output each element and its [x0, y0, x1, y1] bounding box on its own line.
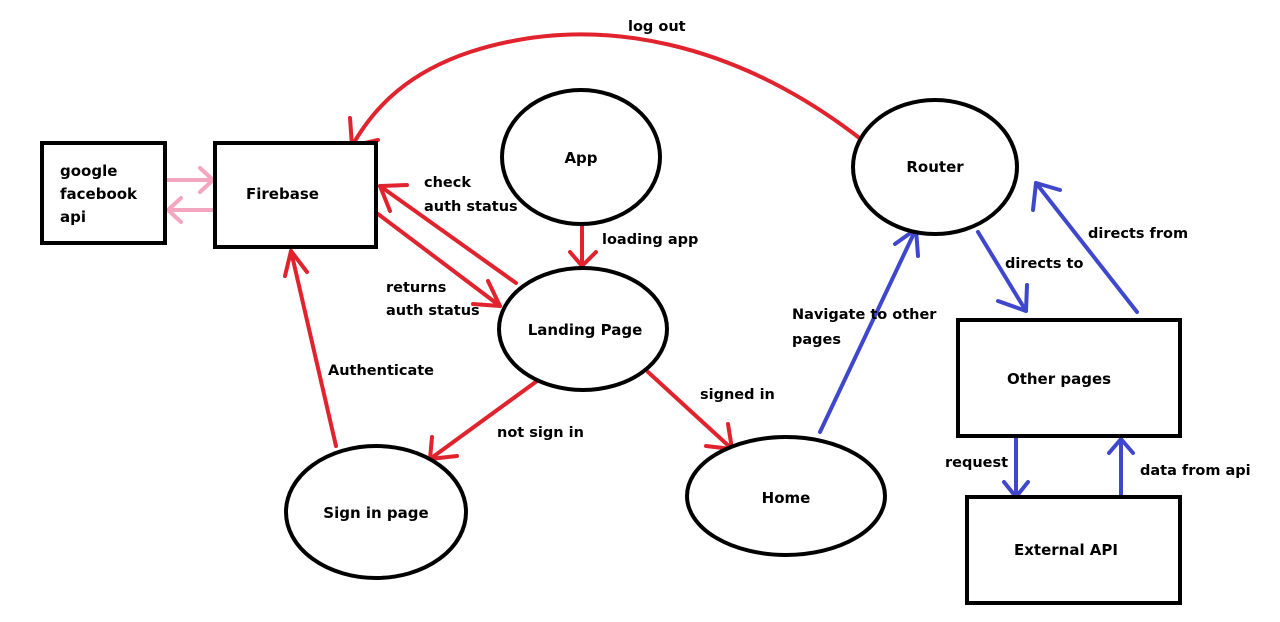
node-router-ellipse	[851, 98, 1019, 236]
edge-directs-to-arrowhead	[996, 283, 1029, 313]
edge-label-directs-to: directs to	[1005, 256, 1083, 272]
node-app-label: App	[564, 149, 597, 167]
edge-label-data-from-api: data from api	[1140, 463, 1251, 479]
node-sign-in-page-ellipse	[284, 444, 468, 580]
node-home-ellipse	[685, 435, 887, 557]
edge-label-signed-in: signed in	[700, 387, 775, 403]
edge-check-auth-status	[378, 184, 518, 285]
edge-data-from-api-arrowhead	[1107, 437, 1135, 455]
node-app-ellipse	[500, 88, 662, 226]
edge-label-request: request	[945, 455, 1008, 471]
edge-label-loading-app: loading app	[602, 232, 698, 248]
edge-firebase-to-social-arrowhead	[166, 196, 183, 224]
edge-directs-from	[1034, 181, 1139, 314]
node-external-api-label: External API	[1014, 541, 1118, 559]
node-home-label: Home	[762, 489, 811, 507]
node-landing-page-label: Landing Page	[528, 321, 643, 339]
node-external-api-box	[965, 495, 1182, 605]
node-social-api-line-3: api	[60, 208, 86, 226]
edge-directs-to	[976, 230, 1028, 313]
edge-directs-from-arrowhead	[1031, 181, 1062, 212]
node-social-api-line-1: google	[60, 162, 117, 180]
node-firebase-label: Firebase	[246, 185, 319, 203]
edge-signed-in	[646, 370, 734, 451]
edge-label-navigate-to-other-pages: Navigate to other pages	[792, 307, 942, 348]
edge-log-out	[350, 32, 864, 148]
edge-label-returns-auth-status: returns auth status	[386, 280, 480, 319]
node-other-pages-box	[956, 318, 1182, 438]
edge-returns-auth-status	[376, 212, 502, 308]
edge-loading-app-arrowhead	[568, 250, 598, 268]
edge-not-sign-in	[428, 379, 539, 461]
edge-authenticate-arrowhead	[283, 249, 309, 278]
node-landing-page-ellipse	[497, 266, 669, 392]
edges	[165, 32, 1139, 499]
node-social-api-box	[40, 141, 167, 245]
node-sign-in-page-label: Sign in page	[323, 504, 428, 522]
node-social-api-label: google facebook api	[60, 162, 142, 226]
edge-authenticate	[289, 249, 338, 448]
edge-label-directs-from: directs from	[1088, 226, 1188, 242]
edge-returns-auth-status-arrowhead	[471, 279, 502, 308]
node-social-api-line-2: facebook	[60, 185, 138, 203]
nodes: google facebook api Firebase App Landing…	[40, 88, 1182, 605]
edge-check-auth-status-arrowhead	[378, 183, 409, 213]
edge-label-check-auth-status: check auth status	[424, 175, 518, 215]
edge-labels: log out check auth status returns auth s…	[328, 19, 1251, 479]
edge-navigate-to-other-pages	[818, 227, 918, 434]
node-firebase-box	[213, 141, 378, 249]
edge-label-authenticate: Authenticate	[328, 363, 434, 379]
node-other-pages-label: Other pages	[1007, 370, 1111, 388]
edge-label-not-sign-in: not sign in	[497, 425, 584, 441]
node-router-label: Router	[906, 158, 964, 176]
edge-label-log-out: log out	[628, 19, 686, 35]
